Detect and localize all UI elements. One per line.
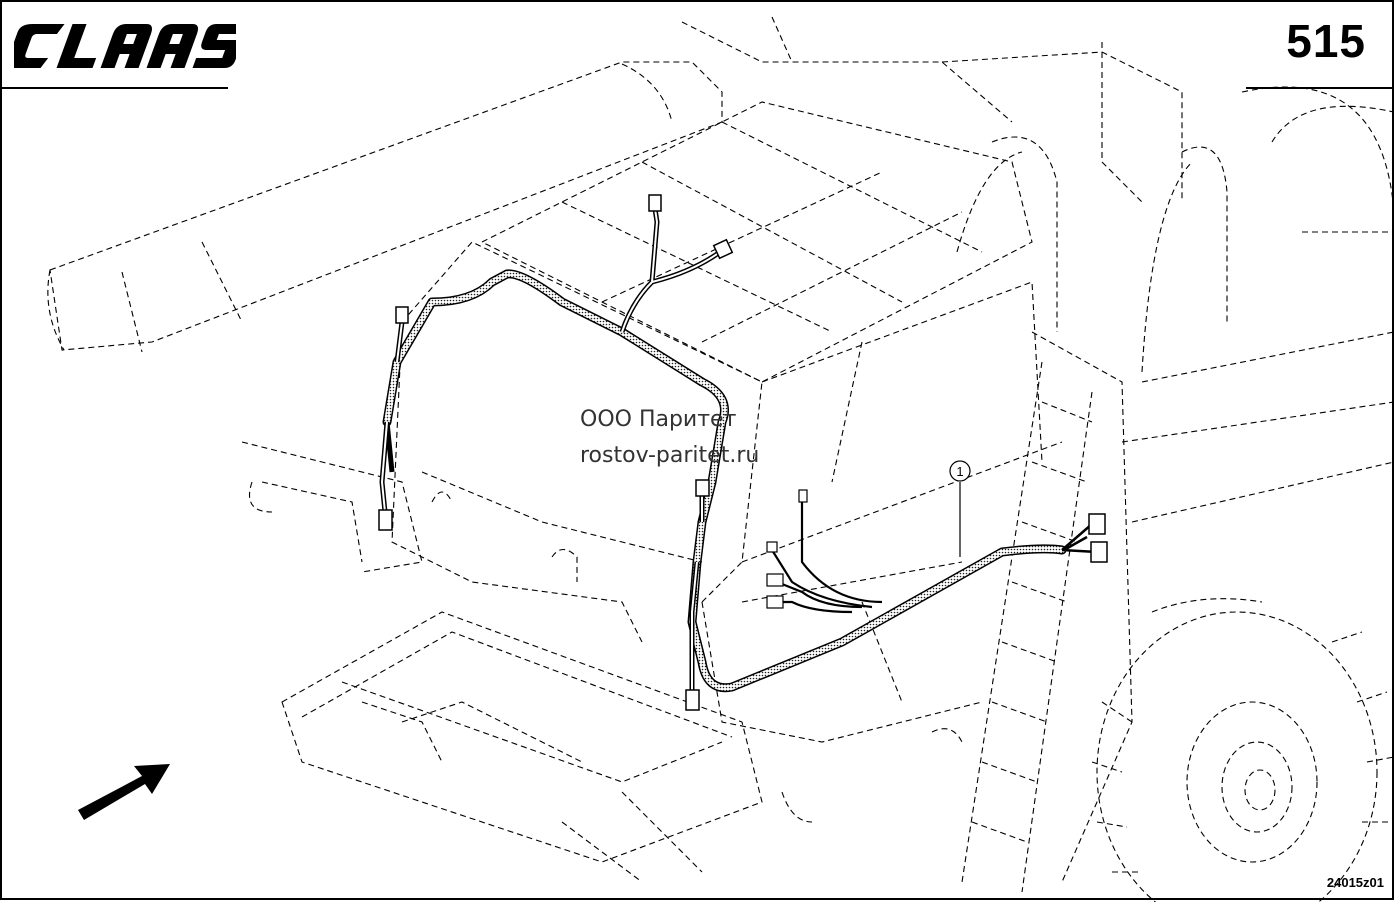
header-rule-right <box>1246 87 1394 89</box>
watermark-website: rostov-paritet.ru <box>580 443 760 468</box>
connector-left-bottom <box>378 509 393 531</box>
callout-number: 1 <box>956 464 963 479</box>
connector-mid-top <box>695 479 710 497</box>
connector-small-4 <box>766 595 784 609</box>
page-number: 515 <box>1286 15 1366 67</box>
connector-small-1 <box>798 489 808 503</box>
header-rule-left <box>2 87 228 89</box>
machine-outline <box>47 16 1394 902</box>
wiring-harness <box>378 194 1108 711</box>
connector-top-1 <box>648 194 662 212</box>
claas-logo <box>14 24 236 68</box>
connector-right-2 <box>1090 541 1108 563</box>
watermark: ООО Паритет rostov-paritet.ru <box>580 402 759 474</box>
drawing-id: 24015z01 <box>1326 875 1384 890</box>
watermark-company: ООО Паритет <box>580 407 737 432</box>
arrow-icon <box>78 764 170 820</box>
connector-right-1 <box>1088 513 1106 535</box>
connector-small-2 <box>766 541 778 553</box>
callout-1: 1 <box>949 460 971 557</box>
connector-mid-bottom <box>685 689 700 711</box>
connector-small-3 <box>766 573 784 587</box>
connector-top-2 <box>712 238 734 260</box>
connector-left-top <box>395 306 409 324</box>
